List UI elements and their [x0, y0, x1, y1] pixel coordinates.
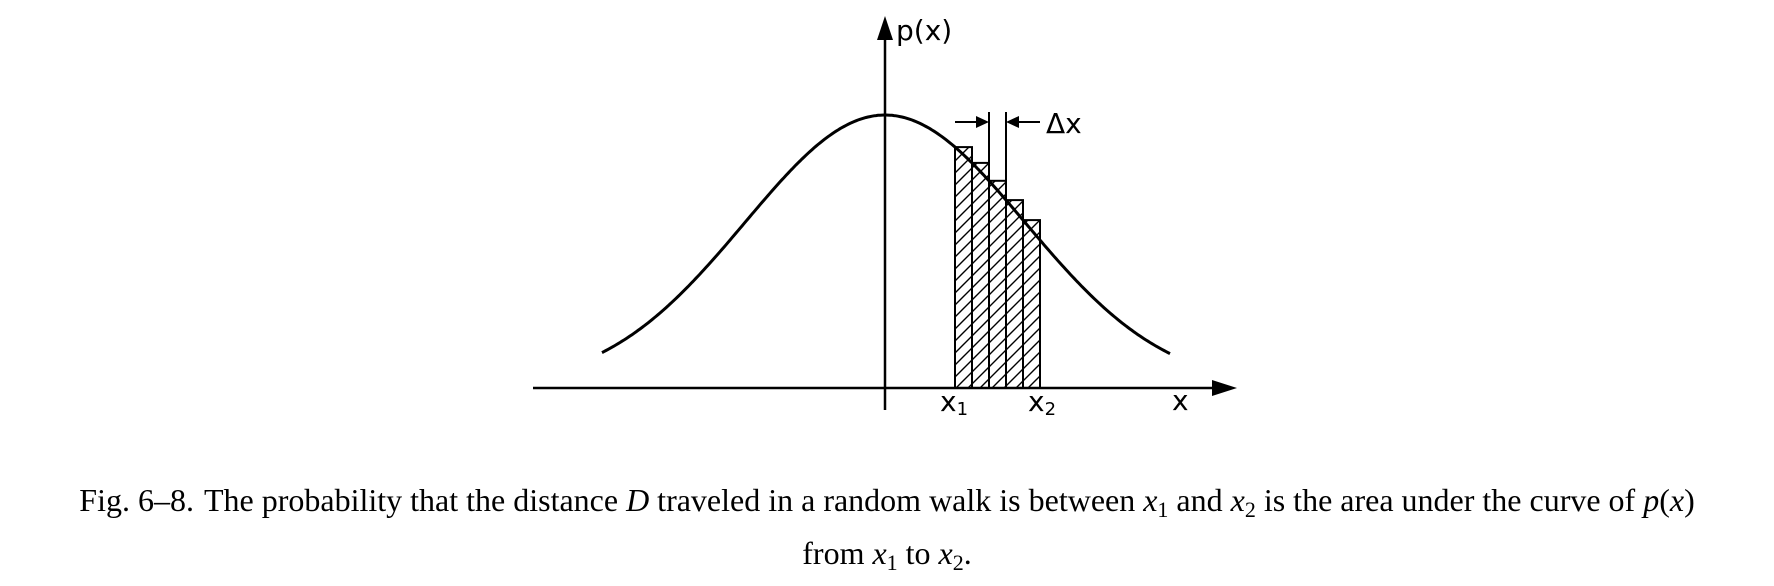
x1-tick-label: x1 [940, 385, 968, 420]
probability-density-figure: p(x) x Δx x1 x2 [533, 14, 1237, 420]
y-axis-arrowhead [877, 16, 893, 40]
hatched-strip [988, 179, 1007, 389]
y-axis-label: p(x) [896, 14, 952, 47]
hatched-strip [971, 161, 990, 389]
hatched-strip [1005, 199, 1024, 389]
delta-x-marker [955, 112, 1040, 180]
hatched-strips [954, 146, 1041, 389]
x-axis-label: x [1172, 384, 1189, 417]
caption-line-2: from x1 to x2. [802, 535, 972, 575]
x-axis-arrowhead [1212, 380, 1237, 396]
delta-x-label: Δx [1046, 107, 1082, 140]
figure-number: Fig. 6–8. [79, 482, 194, 518]
figure-caption: Fig. 6–8.The probability that the distan… [0, 474, 1774, 580]
x2-tick-label: x2 [1028, 385, 1056, 420]
hatched-strip [1022, 219, 1041, 389]
caption-line-1: Fig. 6–8.The probability that the distan… [79, 482, 1695, 522]
hatched-strip [954, 146, 973, 389]
